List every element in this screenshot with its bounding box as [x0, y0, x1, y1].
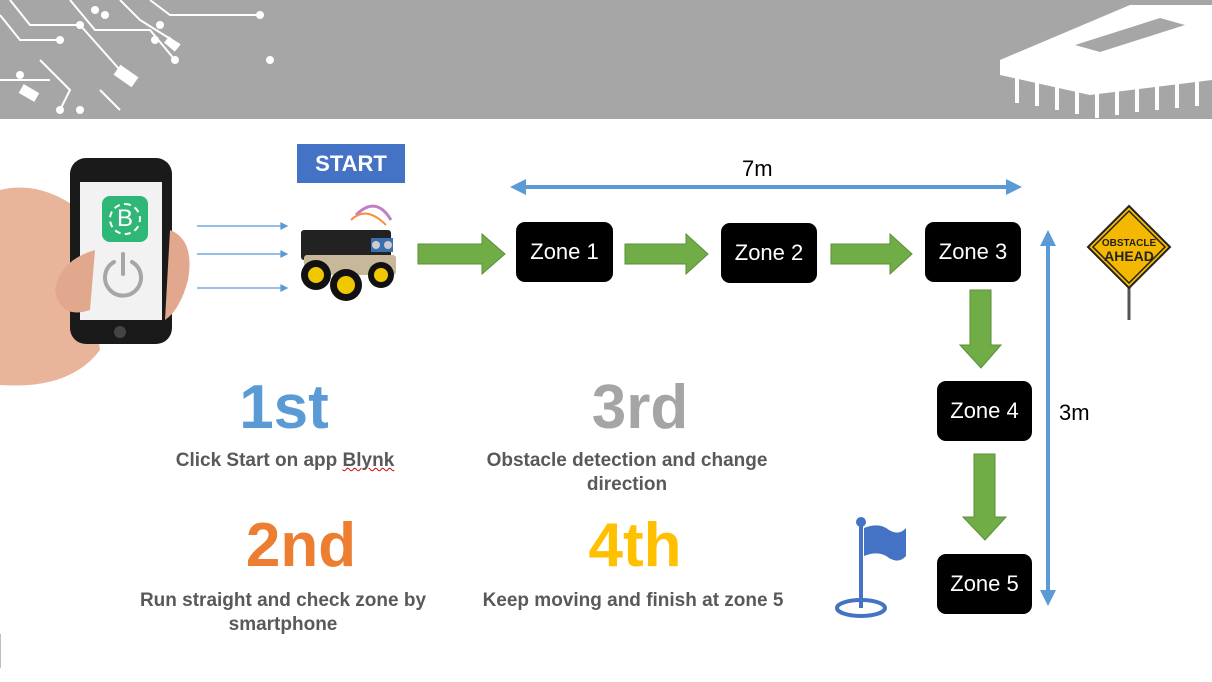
- arrow-zone3-to-zone4: [958, 289, 1003, 369]
- step2-description: Run straight and check zone by smartphon…: [139, 590, 427, 635]
- blynk-app-icon[interactable]: B: [102, 196, 148, 242]
- signal-arrows: [197, 222, 289, 292]
- arrow-zone4-to-zone5: [961, 453, 1008, 541]
- slide-edge-divider: [0, 634, 1, 668]
- sign-line1: OBSTACLE: [1102, 238, 1157, 249]
- height-dimension-label: 3m: [1059, 400, 1090, 425]
- step4-description: Keep moving and finish at zone 5: [482, 590, 784, 611]
- zone-1: Zone 1: [516, 222, 613, 282]
- blynk-letter: B: [109, 203, 141, 235]
- step3-number: 3rd: [591, 373, 689, 442]
- zone-4: Zone 4: [937, 381, 1032, 441]
- step1-description: Click Start on app Blynk: [130, 449, 440, 473]
- finish-flag-icon: [835, 517, 906, 618]
- arrow-robot-to-zone1: [417, 232, 506, 276]
- robot-car-illustration: [301, 204, 396, 301]
- width-dimension-arrow: [510, 179, 1022, 195]
- zone-5: Zone 5: [937, 554, 1032, 614]
- arrow-zone1-to-zone2: [624, 232, 709, 276]
- zone-2: Zone 2: [721, 223, 817, 283]
- step2-number: 2nd: [245, 511, 357, 580]
- arrow-zone2-to-zone3: [830, 232, 913, 276]
- header-banner: [0, 0, 1212, 119]
- obstacle-ahead-sign: OBSTACLE AHEAD: [1086, 204, 1172, 320]
- zone-3: Zone 3: [925, 222, 1021, 282]
- step1-number: 1st: [239, 373, 329, 442]
- height-dimension-arrow: [1040, 230, 1056, 606]
- step1-desc-text: Click Start on app: [175, 450, 343, 471]
- power-icon[interactable]: [100, 250, 146, 298]
- step1-desc-blynk: Blynk: [342, 450, 395, 471]
- width-dimension-label: 7m: [742, 156, 773, 181]
- start-badge: START: [297, 144, 405, 183]
- circuit-decoration: [0, 0, 1212, 118]
- sign-line2: AHEAD: [1104, 248, 1154, 264]
- step4-number: 4th: [588, 511, 682, 580]
- step3-description: Obstacle detection and change direction: [486, 450, 768, 495]
